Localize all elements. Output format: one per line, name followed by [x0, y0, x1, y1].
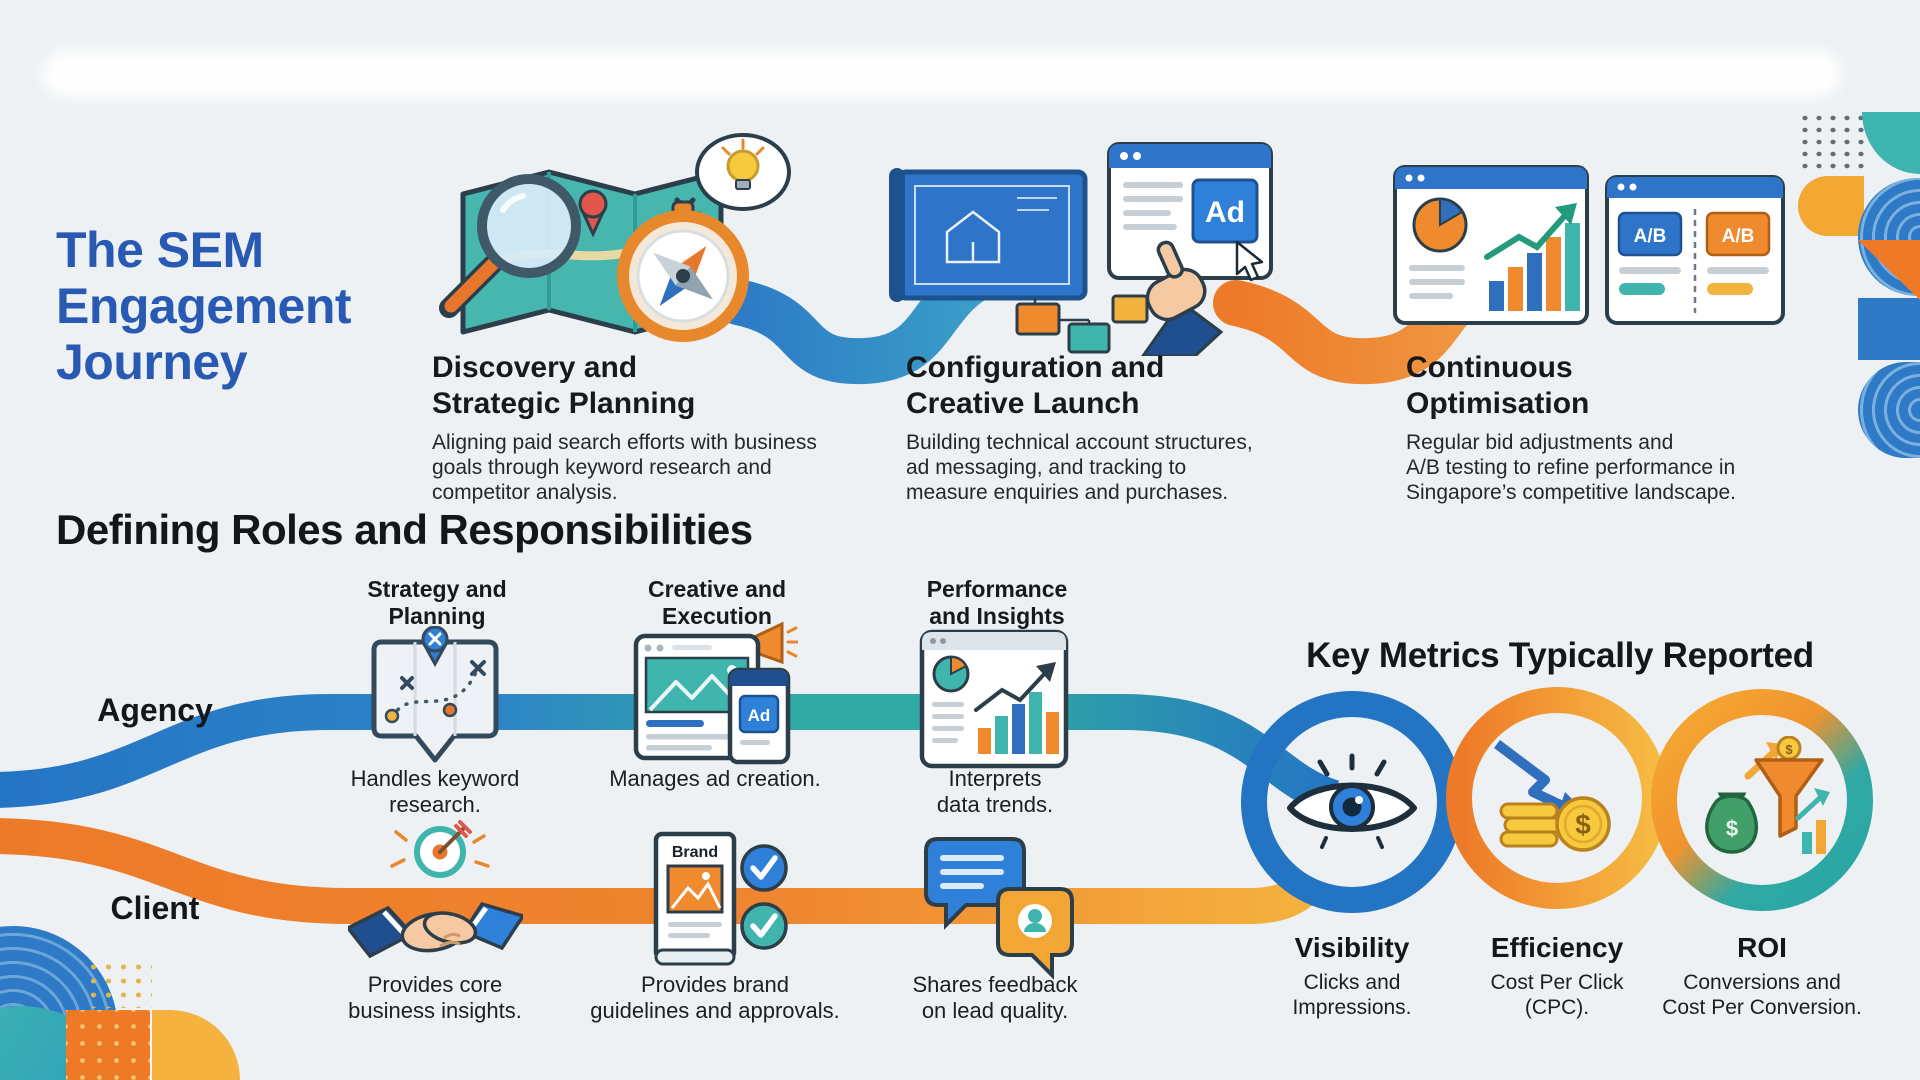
location-pin-icon	[421, 626, 449, 668]
chat-bubble-orange-icon	[996, 887, 1074, 980]
agency-cell-strategy: Handles keyword research.	[350, 766, 520, 817]
approval-check-teal-icon	[740, 902, 788, 950]
roi-ring	[1651, 689, 1873, 911]
agency-cell-performance: Interprets data trends.	[936, 766, 1054, 817]
analytics-ab-test-icon: A/B A/B	[1393, 165, 1785, 325]
analytics-browser-icon	[1393, 165, 1589, 325]
metric-efficiency-description: Cost Per Click (CPC).	[1490, 971, 1624, 1019]
structure-blocks-icon	[1015, 294, 1149, 354]
stage-1-title: Discovery and Strategic Planning	[432, 351, 696, 420]
agency-row-label: Agency	[97, 692, 213, 728]
stage-1-description: Aligning paid search efforts with busine…	[432, 431, 817, 504]
map-compass-discovery-icon	[439, 133, 791, 342]
client-cell-creative: Provides brand guidelines and approvals.	[590, 972, 840, 1023]
client-row-label: Client	[110, 890, 200, 926]
feedback-chat-bubbles-icon	[924, 837, 1074, 980]
ad-card-icon: Ad	[727, 667, 791, 765]
metric-efficiency-name: Efficiency	[1490, 932, 1624, 963]
column-header-performance: Performance and Insights	[926, 576, 1068, 629]
blueprint-ad-setup-icon: Ad	[889, 142, 1273, 356]
cpc-coins-arrow-icon: $	[1494, 740, 1611, 852]
dollar-label-coin: $	[1785, 742, 1793, 757]
metric-roi-name: ROI	[1737, 932, 1787, 963]
ad-label: Ad	[1205, 196, 1245, 229]
metrics-section-heading: Key Metrics Typically Reported	[1306, 636, 1814, 675]
metric-visibility-description: Clicks and Impressions.	[1292, 971, 1412, 1019]
hand-icon	[1141, 240, 1224, 356]
ad-label-small: Ad	[748, 706, 771, 725]
roi-funnel-moneybag-icon: $ $	[1705, 736, 1830, 854]
bottomleft-dot-grid	[86, 960, 152, 1008]
brand-guidelines-book-icon: Brand	[653, 831, 788, 966]
ribbon-stage1-to-stage2	[715, 249, 1011, 385]
topright-yellow-half	[1798, 176, 1864, 236]
client-cell-performance: Shares feedback on lead quality.	[912, 972, 1078, 1023]
visibility-eye-icon	[1287, 753, 1417, 849]
stage-3-description: Regular bid adjustments and A/B testing …	[1406, 431, 1736, 504]
column-header-creative: Creative and Execution	[647, 576, 787, 629]
ab-label-b: A/B	[1722, 226, 1755, 247]
topright-dot-grid	[1798, 112, 1864, 170]
magnifier-icon	[439, 174, 581, 318]
ad-creation-icon: Ad	[633, 621, 798, 765]
metric-visibility-name: Visibility	[1294, 932, 1410, 963]
ab-label-a: A/B	[1634, 226, 1667, 247]
data-trends-chart-icon	[919, 629, 1069, 769]
brand-label: Brand	[672, 844, 718, 861]
roles-section-heading: Defining Roles and Responsibilities	[56, 506, 753, 553]
column-header-strategy: Strategy and Planning	[367, 576, 507, 629]
dollar-label-bag: $	[1726, 816, 1738, 841]
agency-cell-creative: Manages ad creation.	[609, 766, 821, 791]
ab-test-browser-icon: A/B A/B	[1605, 175, 1785, 325]
stage-3-title: Continuous Optimisation	[1406, 351, 1590, 420]
image-browser-icon	[633, 633, 761, 761]
handshake-icon	[348, 901, 523, 959]
metric-roi-description: Conversions and Cost Per Conversion.	[1662, 971, 1862, 1019]
page-title: The SEM Engagement Journey	[56, 222, 352, 390]
handshake-target-icon	[348, 820, 523, 959]
idea-bubble-icon	[677, 133, 791, 240]
strategy-map-icon	[371, 626, 499, 763]
client-ribbon	[0, 818, 1327, 924]
stage-2-title: Configuration and Creative Launch	[906, 351, 1165, 420]
topright-blue-square	[1858, 298, 1920, 360]
compass-icon	[617, 200, 749, 342]
top-blur-band	[42, 50, 1842, 98]
dollar-label: $	[1575, 809, 1591, 840]
client-cell-strategy: Provides core business insights.	[348, 972, 522, 1023]
approval-check-blue-icon	[740, 844, 788, 892]
target-icon	[390, 820, 490, 878]
stage-2-description: Building technical account structures, a…	[906, 431, 1253, 504]
cursor-icon	[1235, 240, 1264, 282]
blueprint-icon	[889, 168, 1088, 302]
bottomleft-orange-square	[66, 1010, 150, 1080]
